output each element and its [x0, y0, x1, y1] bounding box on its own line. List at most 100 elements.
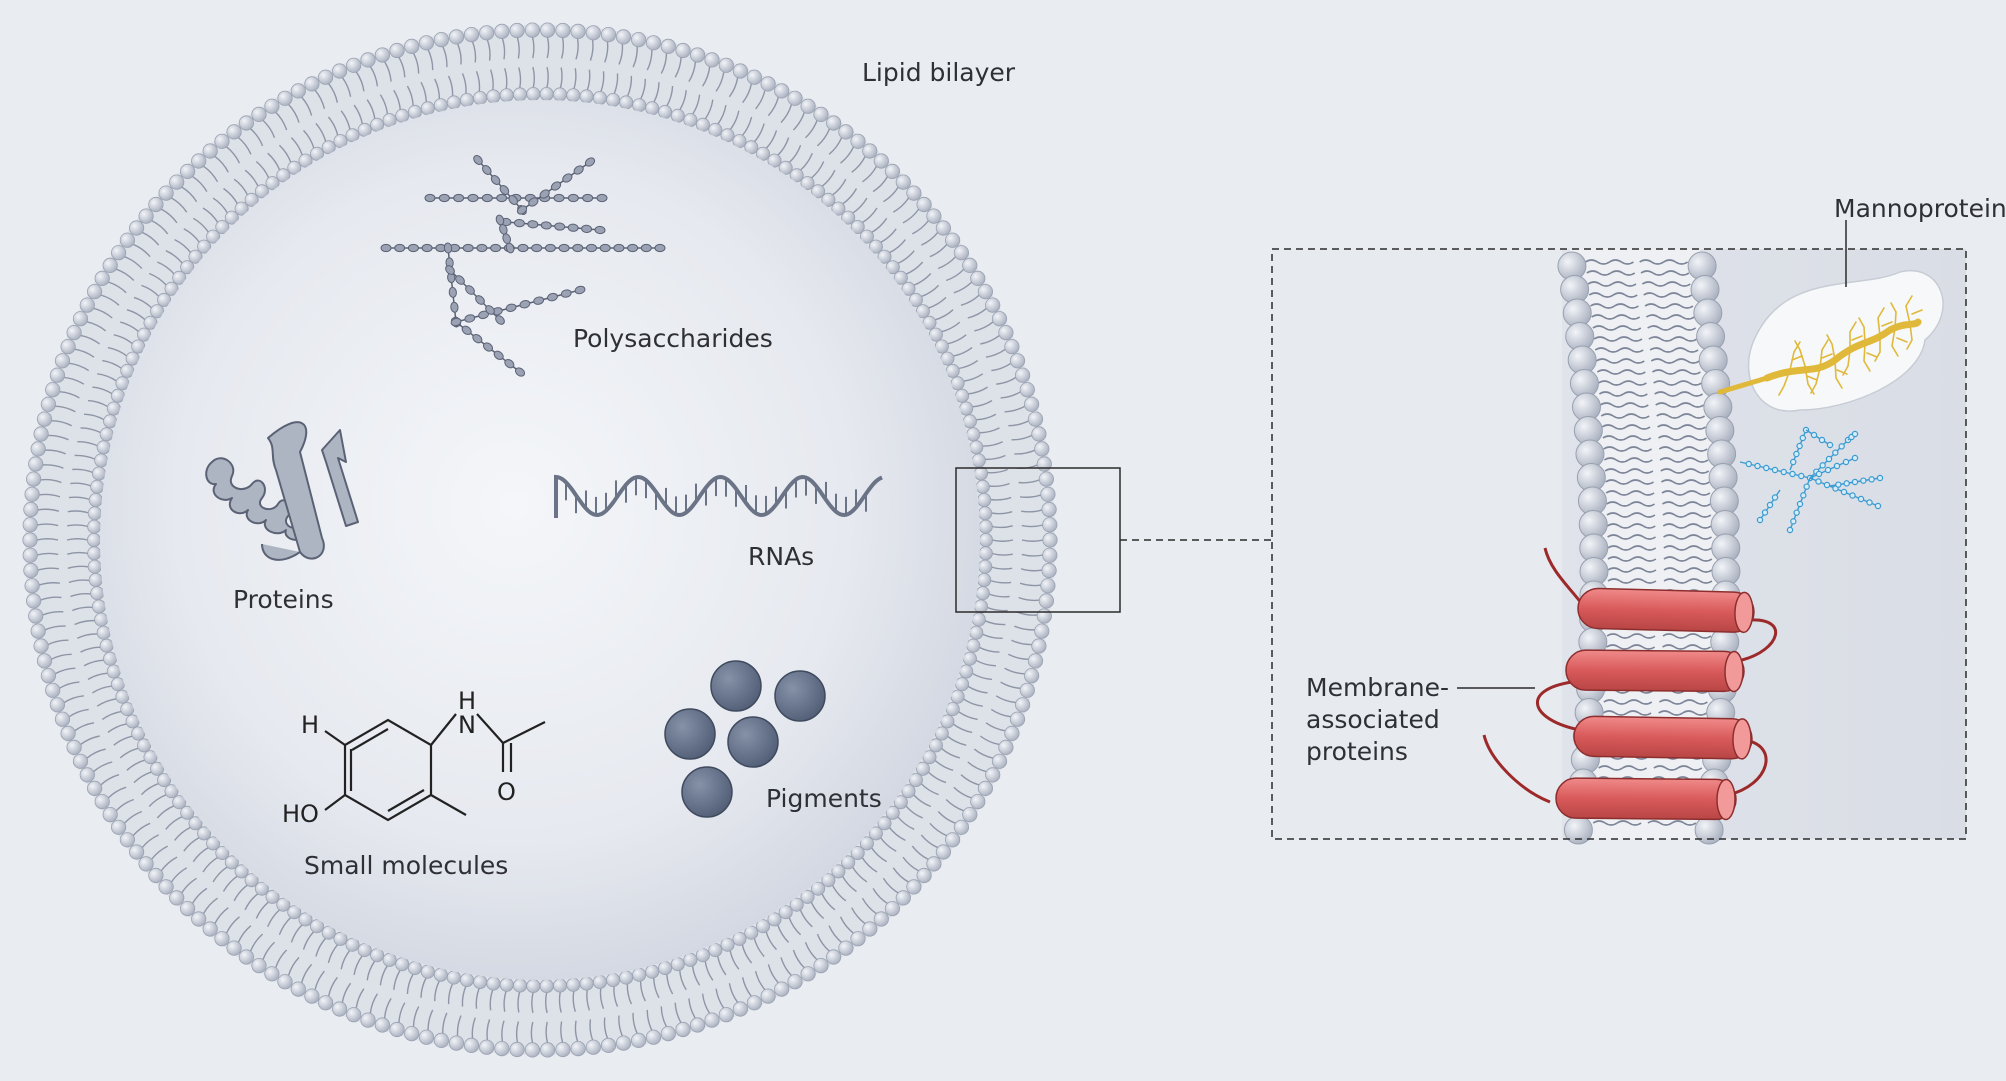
lipid-head: [298, 153, 313, 168]
lipid-head: [908, 292, 923, 307]
lipid-head: [111, 245, 127, 261]
lipid-head: [985, 767, 1001, 783]
lipid-head: [346, 1007, 362, 1023]
lipid-head: [1027, 411, 1044, 427]
lipid-head: [238, 115, 254, 131]
lipid-head: [106, 664, 121, 679]
lipid-head: [395, 108, 410, 123]
lipid-head: [131, 339, 146, 354]
lipid-head: [746, 995, 763, 1011]
lipid-head: [704, 52, 720, 68]
lipid-head: [959, 401, 974, 416]
lipid-head: [331, 1001, 348, 1017]
lipid-head: [420, 964, 435, 979]
lipid-head: [138, 208, 154, 224]
lipid-head: [718, 57, 734, 73]
lipid-head: [526, 87, 541, 102]
lipid-head: [800, 889, 815, 904]
lipid-head: [404, 1026, 420, 1042]
lipid-head: [298, 912, 313, 927]
lipid-head: [30, 441, 46, 457]
label-pigments: Pigments: [766, 784, 882, 813]
lipid-head: [873, 911, 889, 927]
lipid-head: [916, 196, 932, 213]
label-mannoprotein: Mannoprotein: [1834, 194, 2006, 223]
lipid-head: [539, 1042, 556, 1058]
lipid-head: [944, 232, 961, 248]
lipid-head: [579, 89, 594, 104]
lipid-head: [962, 651, 977, 666]
lipid-head: [346, 57, 362, 73]
lipid-head: [838, 940, 854, 956]
lipid-head: [188, 249, 203, 264]
polysaccharide-icon: [380, 155, 666, 377]
lipid-head: [877, 249, 892, 264]
lipid-head: [977, 780, 994, 797]
lipid-head: [90, 586, 105, 601]
lipid-head: [916, 867, 932, 884]
lipid-head: [448, 29, 465, 45]
lipid-head: [778, 905, 793, 920]
lipid-head: [389, 1021, 405, 1038]
lipid-head: [600, 26, 617, 43]
lipid-head: [87, 519, 102, 534]
lipid-head: [953, 819, 970, 835]
lipid-head: [309, 146, 324, 161]
lipid-head: [962, 257, 978, 273]
lipid-head: [111, 819, 127, 835]
lipid-head: [539, 87, 554, 102]
lipid-head: [1014, 367, 1031, 383]
lipid-head: [180, 900, 196, 917]
lipid-head: [555, 22, 571, 39]
glycan-icon: [1739, 426, 1884, 534]
lipid-head: [592, 975, 607, 990]
lipid-head: [974, 599, 989, 614]
lipid-head: [660, 38, 676, 55]
label-polysaccharides: Polysaccharides: [573, 324, 773, 353]
lipid-head: [977, 283, 994, 300]
lipid-head: [922, 315, 937, 330]
lipid-head: [1036, 608, 1052, 624]
lipid-head: [991, 753, 1008, 769]
lipid-head: [789, 168, 804, 183]
lipid-head: [632, 967, 647, 982]
lipid-head: [850, 931, 866, 947]
lipid-head: [148, 867, 164, 884]
lipid-head: [479, 1039, 495, 1055]
lipid-head: [630, 1032, 647, 1049]
lipid-head: [1041, 501, 1057, 518]
lipid-head: [539, 979, 554, 994]
lipid-head: [92, 466, 107, 481]
lipid-head: [895, 174, 911, 190]
lipid-head: [459, 973, 474, 988]
lipid-head: [1694, 815, 1724, 845]
lipid-head: [106, 401, 121, 416]
lipid-head: [744, 140, 759, 155]
lipid-head: [555, 1041, 571, 1058]
lipid-head: [1038, 471, 1055, 487]
lipid-head: [813, 957, 829, 974]
lipid-head: [143, 315, 158, 330]
chem-atom-h: H: [301, 711, 319, 739]
transmembrane-helix: [1565, 649, 1745, 693]
lipid-head: [950, 376, 965, 391]
lipid-head: [579, 976, 594, 991]
lipid-head: [695, 117, 710, 132]
lipid-head: [473, 91, 488, 106]
lipid-head: [513, 978, 528, 993]
lipid-head: [962, 414, 977, 429]
lipid-head: [1019, 382, 1035, 398]
lipid-head: [934, 726, 949, 741]
lipid-head: [72, 753, 89, 769]
lipid-head: [800, 176, 815, 191]
lipid-head: [23, 501, 39, 518]
lipid-head: [102, 806, 118, 823]
lipid-head: [264, 966, 280, 982]
lipid-head: [446, 970, 461, 985]
lipid-head: [868, 239, 883, 254]
lipid-head: [92, 599, 107, 614]
lipid-head: [206, 229, 221, 244]
lipid-head: [760, 988, 776, 1004]
lipid-head: [45, 682, 61, 698]
